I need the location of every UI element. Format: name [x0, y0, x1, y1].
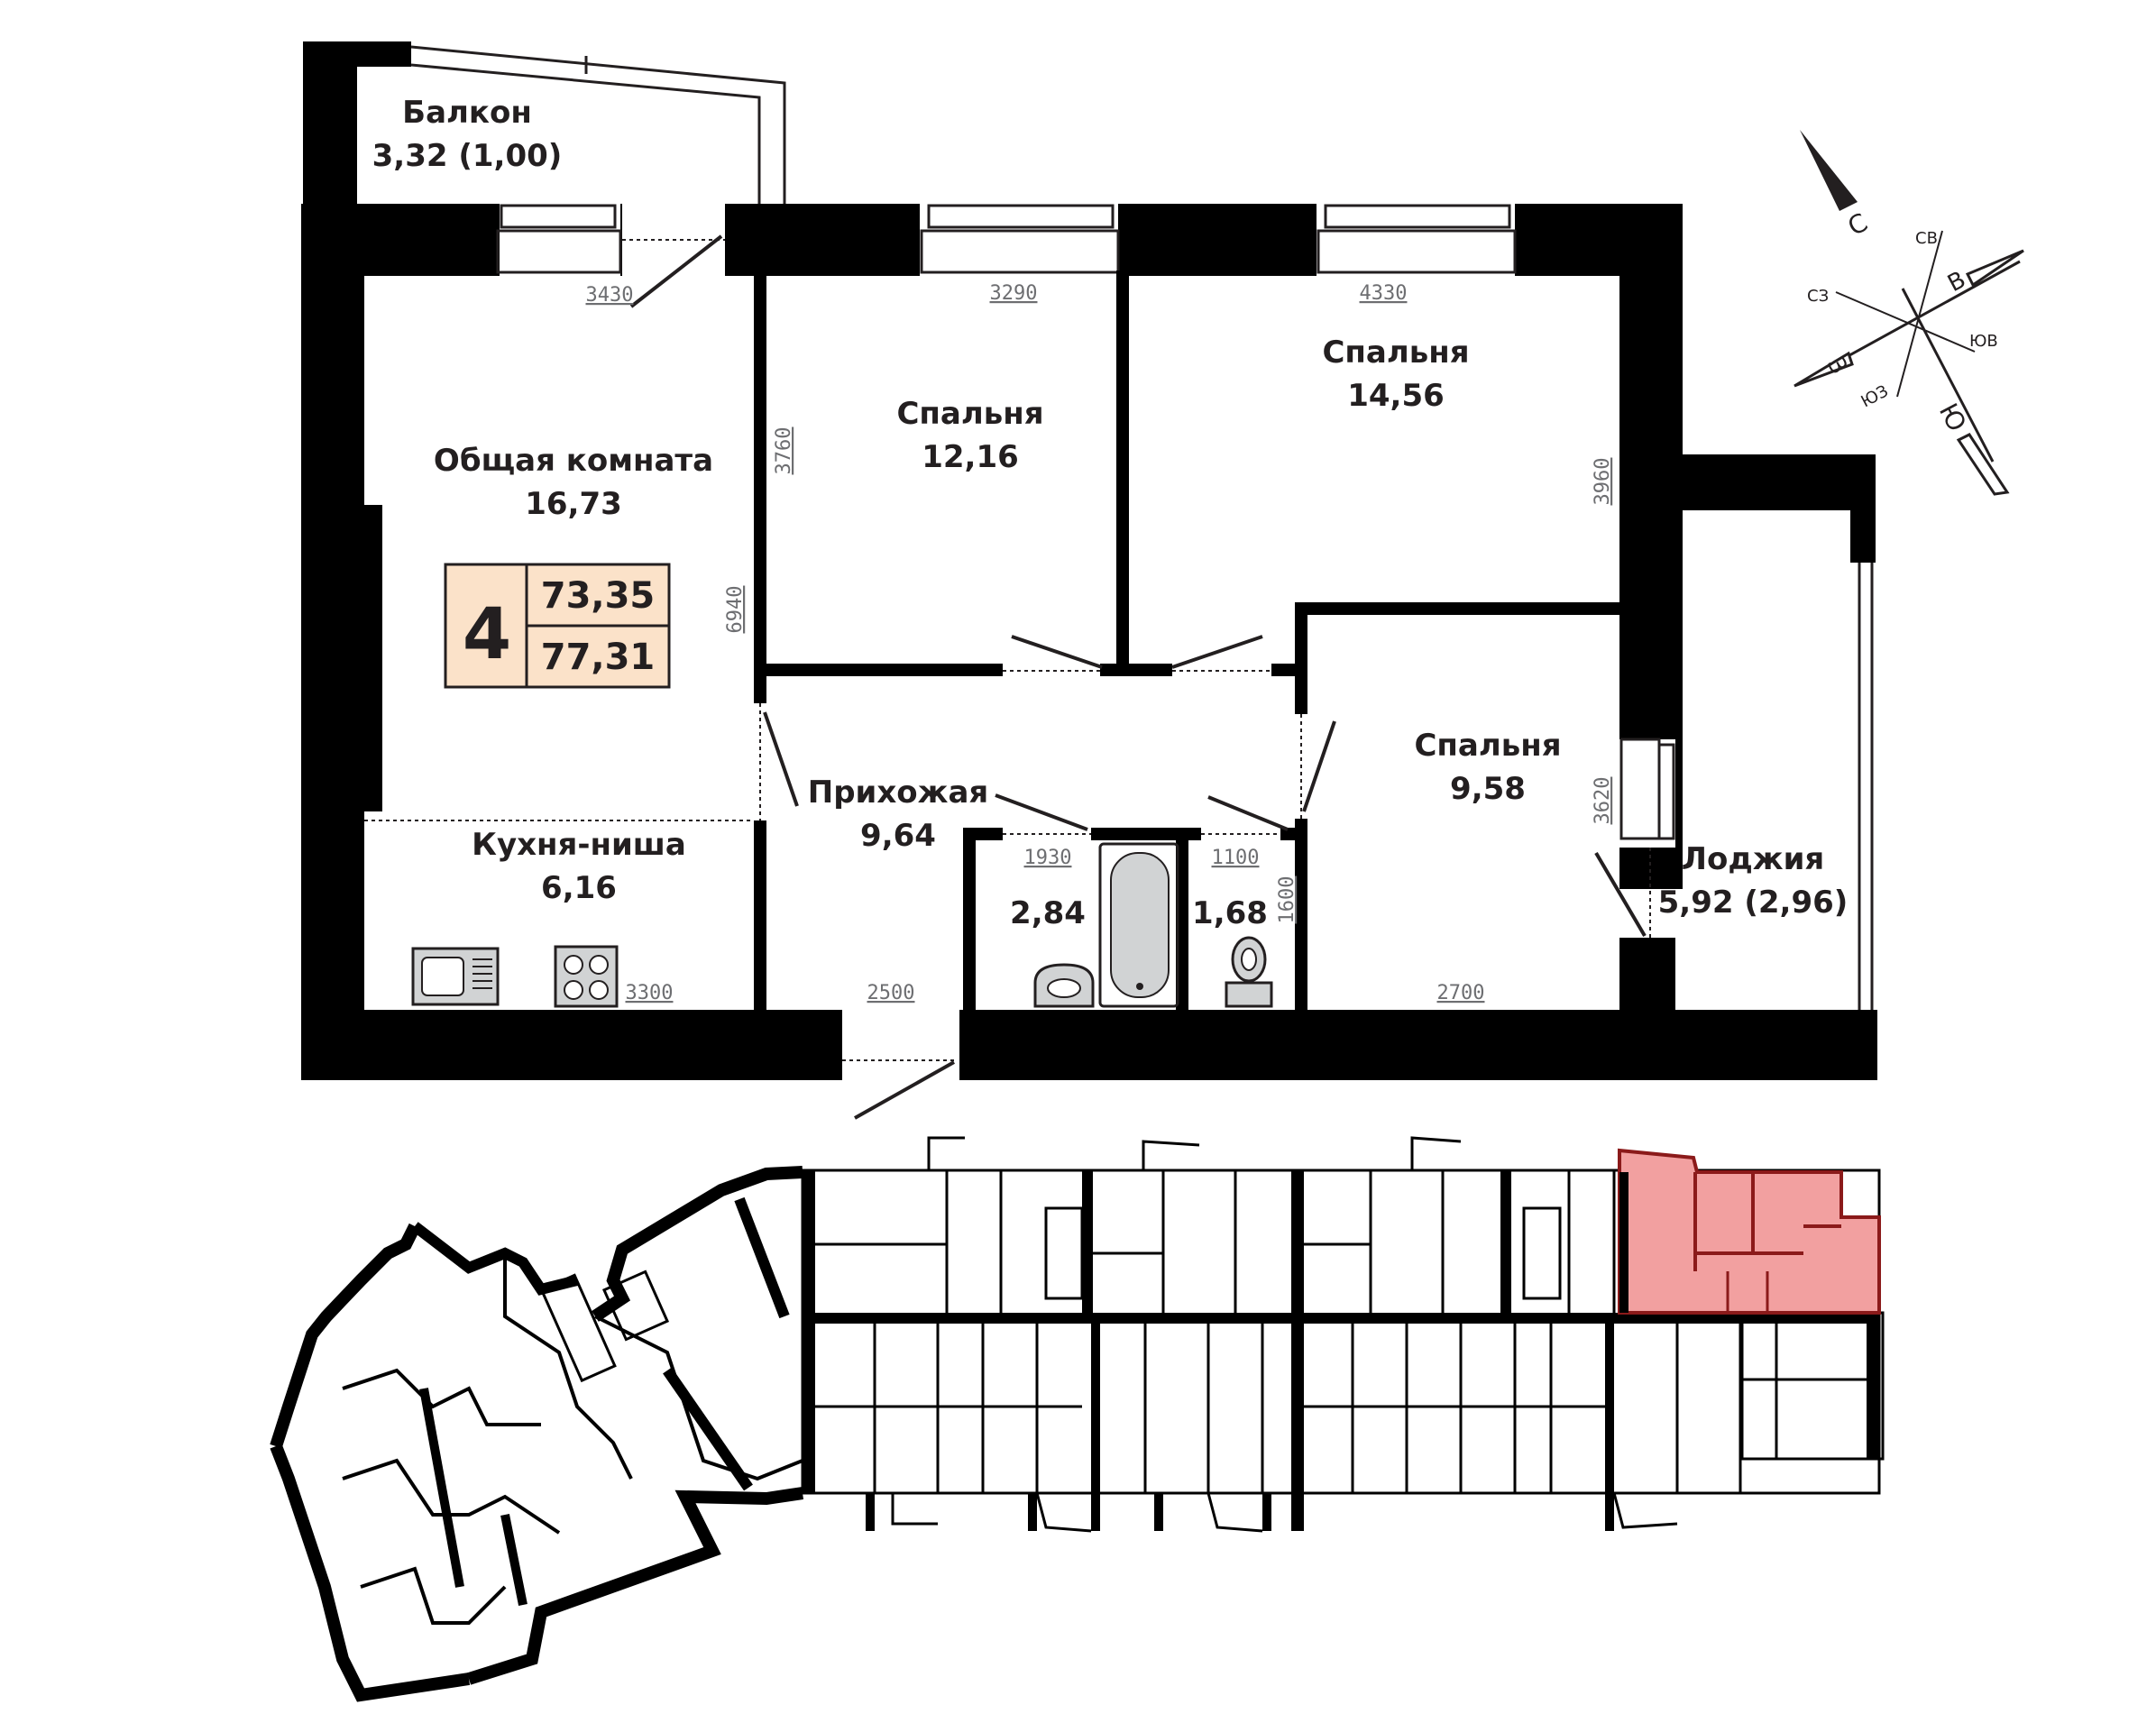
living-name: Общая комната	[434, 443, 713, 479]
sink-icon	[1033, 963, 1095, 1008]
building-key-plan	[270, 1136, 1885, 1702]
dim-3290: 3290	[990, 282, 1038, 305]
room-labels: Балкон 3,32 (1,00) Общая комната 16,73 К…	[372, 95, 1849, 931]
apartment-plan: 4 73,35 77,31 Балкон 3,32 (1,00) Общая к…	[301, 41, 1877, 1120]
compass-n: С	[1843, 207, 1873, 242]
wc-area: 1,68	[1192, 895, 1268, 931]
compass-nw: СЗ	[1807, 287, 1829, 306]
compass-ne: СВ	[1915, 229, 1938, 248]
living-area: 16,73	[525, 486, 622, 522]
compass-se: ЮВ	[1969, 332, 1998, 351]
dim-3960: 3960	[1592, 458, 1614, 506]
dim-1930: 1930	[1024, 847, 1072, 869]
toilet-icon	[1225, 936, 1273, 1008]
loggia-area: 5,92 (2,96)	[1658, 884, 1849, 921]
stove-icon	[554, 945, 619, 1008]
bath-area: 2,84	[1010, 895, 1086, 931]
compass: С СВ В ЮВ Ю ЮЗ З СЗ	[1794, 130, 2024, 496]
bedroom1-name: Спальня	[896, 396, 1043, 432]
bedroom3-name: Спальня	[1414, 728, 1561, 764]
dim-2700: 2700	[1437, 982, 1485, 1004]
key-plan-curved-section	[270, 1166, 804, 1702]
dim-2500: 2500	[867, 982, 915, 1004]
outer-walls	[301, 204, 1877, 1120]
hall-name: Прихожая	[808, 775, 989, 811]
compass-e: В	[1943, 266, 1970, 298]
dim-4330: 4330	[1360, 282, 1408, 305]
area-living: 73,35	[541, 575, 656, 617]
bathtub-icon	[1098, 842, 1179, 1008]
interior-walls	[364, 270, 1675, 1010]
bedroom2-area: 14,56	[1347, 378, 1445, 414]
compass-s: Ю	[1933, 399, 1972, 436]
area-total: 77,31	[541, 637, 656, 678]
bedroom1-area: 12,16	[922, 439, 1019, 475]
dim-3300: 3300	[626, 982, 674, 1004]
dim-3760: 3760	[773, 427, 795, 475]
dimension-labels: 3430 3290 4330 3760 6940 3960 3620 1930 …	[586, 282, 1614, 1004]
compass-sw: ЮЗ	[1858, 381, 1891, 411]
bedroom3-area: 9,58	[1450, 771, 1526, 807]
balcony-name: Балкон	[402, 95, 532, 131]
balcony-outline	[303, 41, 786, 204]
hall-area: 9,64	[860, 818, 936, 854]
compass-arrows-icon	[1794, 130, 2024, 496]
key-plan-straight-section	[801, 1136, 1881, 1533]
highlighted-apartment	[1618, 1148, 1881, 1315]
kitchen-sink-icon	[411, 947, 500, 1006]
balcony-area: 3,32 (1,00)	[372, 138, 563, 174]
dim-3430: 3430	[586, 284, 634, 307]
key-plan-right-section	[1740, 1311, 1885, 1461]
apartment-badge: 4 73,35 77,31	[444, 563, 671, 689]
dim-1600: 1600	[1276, 876, 1298, 924]
dim-6940: 6940	[724, 586, 747, 634]
dim-3620: 3620	[1592, 777, 1614, 825]
loggia-name: Лоджия	[1682, 841, 1825, 877]
dim-1100: 1100	[1212, 847, 1260, 869]
fixtures	[411, 842, 1273, 1008]
kitchen-name: Кухня-ниша	[472, 827, 686, 863]
rooms-count: 4	[463, 594, 511, 675]
bedroom2-name: Спальня	[1322, 335, 1469, 371]
kitchen-area: 6,16	[541, 870, 617, 906]
